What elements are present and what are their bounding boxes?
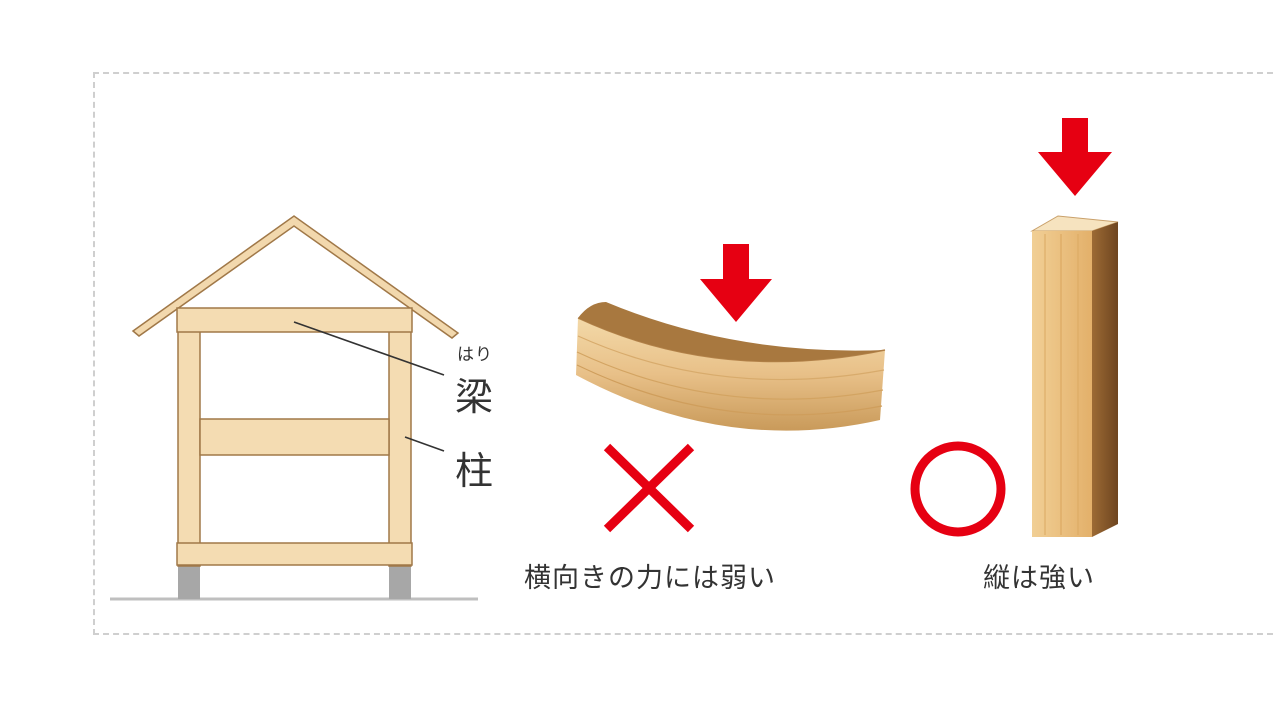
horizontal-caption: 横向きの力には弱い bbox=[524, 563, 776, 594]
circle-mark-icon bbox=[910, 441, 1006, 537]
pillar-leader-line bbox=[404, 436, 445, 452]
beam-ruby-label: はり bbox=[457, 345, 493, 365]
down-arrow-icon bbox=[700, 244, 772, 322]
roof bbox=[131, 215, 460, 339]
beam-label: 梁 bbox=[455, 375, 494, 419]
vertical-caption: 縦は強い bbox=[983, 563, 1095, 594]
down-arrow-icon bbox=[1038, 118, 1112, 196]
cross-mark-icon bbox=[603, 443, 695, 533]
beams bbox=[176, 307, 413, 566]
pillar-label: 柱 bbox=[455, 449, 494, 493]
vertical-post bbox=[1030, 215, 1119, 537]
foundation-right bbox=[389, 565, 411, 599]
foundation-left bbox=[178, 565, 200, 599]
bent-board bbox=[576, 302, 886, 431]
beam-leader-line bbox=[293, 321, 445, 376]
diagram-frame bbox=[93, 72, 1273, 635]
